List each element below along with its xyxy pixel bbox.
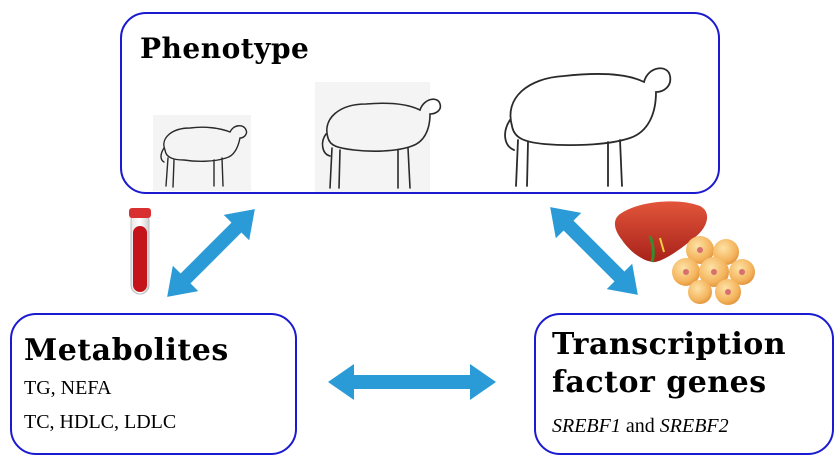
transcription-title-line-2: factor genes bbox=[552, 365, 767, 400]
blood-tube-icon bbox=[129, 208, 151, 295]
sheep-medium-icon bbox=[315, 82, 442, 192]
sheep-large-icon bbox=[504, 67, 672, 187]
transcription-title-line-1: Transcription bbox=[552, 327, 787, 362]
gene-srebf2: SREBF2 bbox=[659, 415, 729, 437]
arrow-phenotype-transcription bbox=[550, 207, 638, 295]
arrow-metabolites-transcription bbox=[328, 364, 496, 400]
metabolites-line-2: TC, HDLC, LDLC bbox=[24, 411, 177, 433]
phenotype-title: Phenotype bbox=[140, 32, 310, 65]
metabolites-title: Metabolites bbox=[24, 333, 229, 368]
metabolites-line-1: TG, NEFA bbox=[24, 377, 112, 399]
arrow-phenotype-metabolites bbox=[167, 209, 255, 297]
liver-icon bbox=[614, 201, 708, 263]
sheep-small-icon bbox=[153, 115, 251, 191]
gene-srebf1: SREBF1 bbox=[552, 415, 621, 437]
gene-connector: and bbox=[620, 415, 660, 437]
fat-cells-icon bbox=[672, 236, 755, 305]
transcription-genes: SREBF1 and SREBF2 bbox=[552, 415, 729, 438]
